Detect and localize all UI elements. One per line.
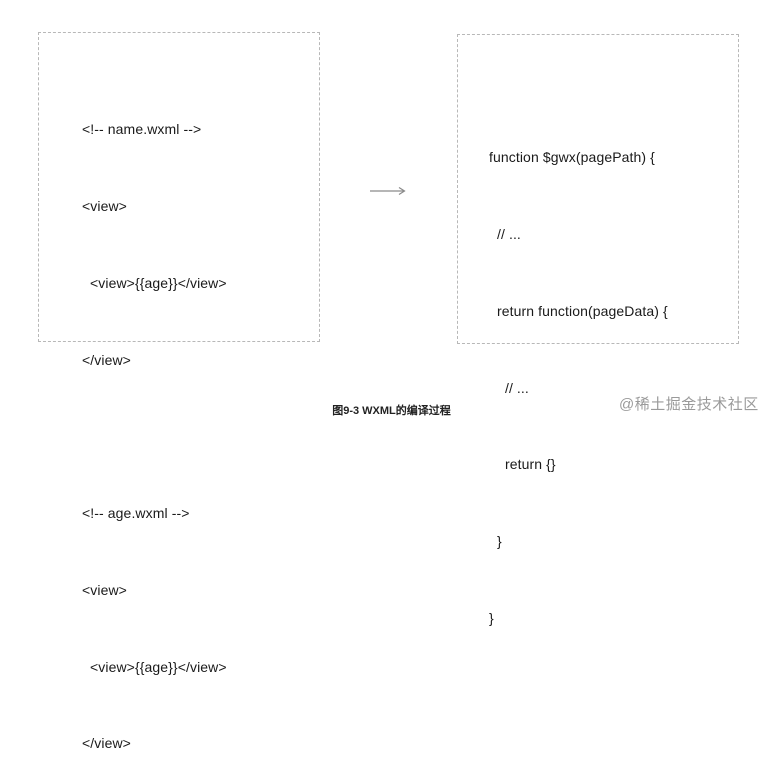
code-line: <!-- name.wxml --> bbox=[82, 121, 202, 138]
code-line: <view> bbox=[82, 581, 127, 598]
figure-caption: 图9-3 WXML的编译过程 bbox=[332, 405, 451, 417]
code-line: </view> bbox=[82, 735, 131, 752]
code-line: // ... bbox=[489, 379, 529, 396]
code-line: <!-- age.wxml --> bbox=[82, 505, 190, 522]
code-line: return {} bbox=[489, 456, 556, 473]
code-line: <view> bbox=[82, 197, 127, 214]
code-line: return function(pageData) { bbox=[489, 302, 668, 319]
code-line: <view>{{age}}</view> bbox=[82, 274, 227, 291]
code-line: } bbox=[489, 609, 494, 626]
code-line: } bbox=[489, 533, 502, 550]
compiled-js-box bbox=[457, 34, 739, 344]
code-line: function $gwx(pagePath) { bbox=[489, 149, 655, 166]
code-line bbox=[82, 424, 227, 450]
code-line: // ... bbox=[489, 225, 521, 242]
code-line: </view> bbox=[82, 351, 131, 368]
arrow-right-icon bbox=[370, 186, 406, 196]
watermark: @稀土掘金技术社区 bbox=[619, 396, 759, 413]
wxml-source-code: <!-- name.wxml --> <view> <view>{{age}}<… bbox=[82, 66, 227, 783]
code-line: <view>{{age}}</view> bbox=[82, 658, 227, 675]
compiled-js-code: function $gwx(pagePath) { // ... return … bbox=[489, 94, 668, 657]
wxml-source-box bbox=[38, 32, 320, 342]
